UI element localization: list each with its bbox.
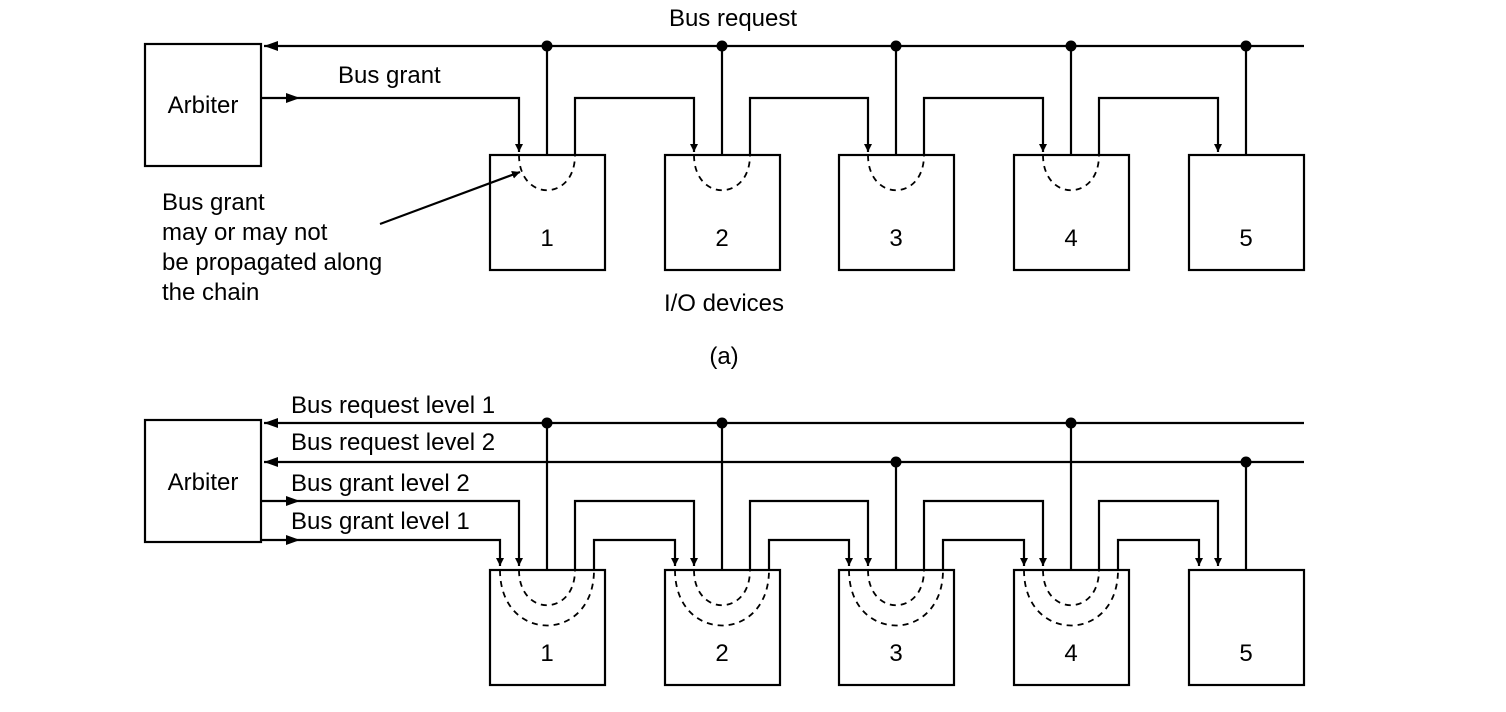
request-taps-a xyxy=(545,46,1248,155)
bus-grant-level-1-chain xyxy=(261,535,1203,570)
device-boxes-b xyxy=(488,568,1306,687)
device-number-3: 3 xyxy=(889,640,902,667)
device-number-1: 1 xyxy=(540,640,553,667)
device-number-1: 1 xyxy=(540,225,553,252)
annotation-a: Bus grant may or may not be propagated a… xyxy=(162,170,521,306)
device-number-4: 4 xyxy=(1064,225,1077,252)
bus-request-label: Bus request xyxy=(669,5,797,32)
device-box-5 xyxy=(1187,568,1306,687)
device-number-5: 5 xyxy=(1239,225,1252,252)
device-box-3 xyxy=(837,153,956,272)
junction-dots-a xyxy=(541,40,1252,52)
propagation-arcs-b xyxy=(499,569,1119,627)
device-boxes-a xyxy=(488,153,1306,272)
bus-grant-chain-a xyxy=(261,93,1222,155)
annotation-pointer xyxy=(379,170,521,226)
diagram-a: Arbiter Bus request Bus grant 1 2 3 4 5 xyxy=(143,5,1306,370)
annotation-line-1: Bus grant xyxy=(162,189,265,216)
device-number-3: 3 xyxy=(889,225,902,252)
device-numbers-b: 1 2 3 4 5 xyxy=(540,640,1252,667)
io-devices-label: I/O devices xyxy=(664,290,784,317)
device-box-2 xyxy=(663,568,782,687)
device-number-2: 2 xyxy=(715,225,728,252)
device-numbers-a: 1 2 3 4 5 xyxy=(540,225,1252,252)
bus-grant-level-2-label: Bus grant level 2 xyxy=(291,470,470,497)
propagation-arcs-a xyxy=(518,154,1100,191)
device-number-4: 4 xyxy=(1064,640,1077,667)
bus-grant-level-1-label: Bus grant level 1 xyxy=(291,508,470,535)
device-box-3 xyxy=(837,568,956,687)
arbiter-box-b xyxy=(143,418,263,544)
annotation-line-2: may or may not xyxy=(162,219,328,246)
bus-request-level-1-label: Bus request level 1 xyxy=(291,392,495,419)
device-box-5 xyxy=(1187,153,1306,272)
device-box-1 xyxy=(488,153,607,272)
device-box-4 xyxy=(1012,153,1131,272)
caption-a: (a) xyxy=(709,343,738,370)
device-box-2 xyxy=(663,153,782,272)
junction-dots-b xyxy=(541,417,1252,468)
device-number-2: 2 xyxy=(715,640,728,667)
arbiter-label: Arbiter xyxy=(168,92,239,119)
bus-request-level-2-label: Bus request level 2 xyxy=(291,429,495,456)
arbiter-label-b: Arbiter xyxy=(168,469,239,496)
device-number-5: 5 xyxy=(1239,640,1252,667)
diagram-b: Arbiter Bus request level 1 Bus request … xyxy=(143,392,1306,687)
device-box-4 xyxy=(1012,568,1131,687)
annotation-line-3: be propagated along xyxy=(162,249,382,276)
device-box-1 xyxy=(488,568,607,687)
annotation-line-4: the chain xyxy=(162,279,259,306)
arbiter-box xyxy=(143,42,263,168)
bus-grant-level-2-chain xyxy=(261,496,1222,570)
request-taps-b xyxy=(545,423,1248,570)
bus-grant-label: Bus grant xyxy=(338,62,441,89)
